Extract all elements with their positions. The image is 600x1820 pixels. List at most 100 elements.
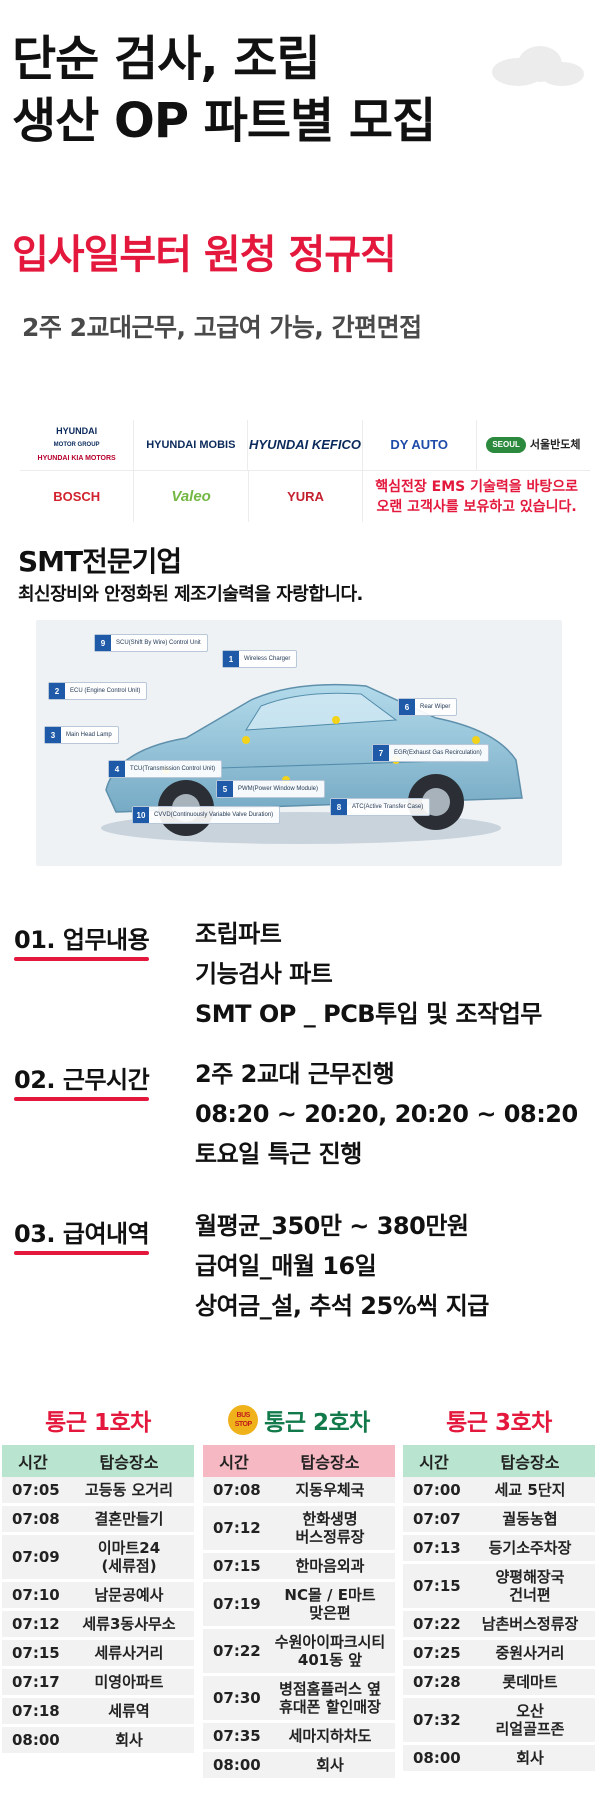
callout-number: 7 xyxy=(373,745,389,761)
callout-number: 1 xyxy=(223,651,239,667)
section-label-text: 02. 근무시간 xyxy=(14,1066,150,1094)
section-label-text: 01. 업무내용 xyxy=(14,926,150,954)
bus-route-title-wrap: BUS STOP 통근 2호차 xyxy=(203,1395,395,1445)
logo-text: 서울반도체 xyxy=(529,439,581,451)
stop-time: 08:00 xyxy=(2,1725,64,1756)
section-line: 기능검사 파트 xyxy=(195,960,333,988)
stop-place: 회사 xyxy=(64,1725,194,1756)
bus-route-title: 통근 3호차 xyxy=(446,1410,552,1436)
section-line: 토요일 특근 진행 xyxy=(195,1140,362,1168)
stop-time: 08:00 xyxy=(203,1750,265,1781)
stop-place: 남문공예사 xyxy=(64,1580,194,1611)
section-line: 월평균_350만 ~ 380만원 xyxy=(195,1212,469,1240)
bus-route-title: 통근 2호차 xyxy=(264,1410,370,1436)
stop-time: 07:15 xyxy=(2,1638,64,1669)
stop-place: 한마음외과 xyxy=(265,1551,395,1582)
stop-time: 07:18 xyxy=(2,1696,64,1727)
stop-place: 등기소주차장 xyxy=(465,1533,595,1564)
dyauto-logo: DY AUTO xyxy=(363,420,477,470)
logo-text: MOTOR GROUP xyxy=(53,442,100,448)
callout-label: CVVD(Continuously Variable Valve Duratio… xyxy=(154,812,274,818)
section-label-pay: 03. 급여내역 xyxy=(14,1214,150,1255)
logo-text: HYUNDAI KEFICO xyxy=(249,437,361,452)
logo-text: Valeo xyxy=(171,487,211,505)
kefico-logo: HYUNDAI KEFICO xyxy=(248,420,363,470)
logo-text: BOSCH xyxy=(53,488,101,504)
stop-place: 회사 xyxy=(465,1743,595,1774)
callout-number: 4 xyxy=(109,761,125,777)
stop-time: 07:08 xyxy=(2,1504,64,1535)
stop-place: 지동우체국 xyxy=(265,1477,395,1506)
hyundai-kia-logo: HYUNDAI MOTOR GROUP HYUNDAI KIA MOTORS xyxy=(20,420,135,470)
label-underline xyxy=(14,1097,150,1101)
stop-place: 수원아이파크시티 401동 앞 xyxy=(265,1627,395,1676)
stop-place: 한화생명 버스정류장 xyxy=(265,1504,395,1553)
stop-place: 오산 리얼골프존 xyxy=(465,1696,595,1745)
callout-number: 5 xyxy=(217,781,233,797)
stop-time: 07:05 xyxy=(2,1477,64,1506)
stop-place: 세류역 xyxy=(64,1696,194,1727)
label-underline xyxy=(14,957,150,961)
stop-place: 이마트24 (세류점) xyxy=(64,1533,194,1582)
stop-time: 07:22 xyxy=(403,1609,465,1640)
stop-time: 07:25 xyxy=(403,1638,465,1669)
callout-number: 6 xyxy=(399,699,415,715)
header-place: 탑승장소 xyxy=(265,1445,395,1477)
callout-label: TCU(Transmission Control Unit) xyxy=(130,766,216,772)
section-line: 2주 2교대 근무진행 xyxy=(195,1060,395,1088)
stop-place: 롯데마트 xyxy=(465,1667,595,1698)
stop-place: 병점홈플러스 옆 휴대폰 할인매장 xyxy=(265,1674,395,1723)
stop-time: 07:10 xyxy=(2,1580,64,1611)
section-line: 조립파트 xyxy=(195,920,282,948)
callout-label: PWM(Power Window Module) xyxy=(238,786,319,792)
header-time: 시간 xyxy=(403,1445,465,1477)
logo-text: HYUNDAI KIA MOTORS xyxy=(37,455,116,462)
section-label-hours: 02. 근무시간 xyxy=(14,1060,150,1101)
client-note-line-2: 오랜 고객사를 보유하고 있습니다. xyxy=(376,498,577,515)
section-label-duties: 01. 업무내용 xyxy=(14,920,150,961)
stop-time: 07:17 xyxy=(2,1667,64,1698)
stop-time: 07:13 xyxy=(403,1533,465,1564)
header-time: 시간 xyxy=(203,1445,265,1477)
logo-text: SEOUL xyxy=(486,437,526,453)
logo-text: DY AUTO xyxy=(390,437,448,452)
stop-time: 07:15 xyxy=(203,1551,265,1582)
bosch-logo: BOSCH xyxy=(20,471,135,522)
stop-place: 세교 5단지 xyxy=(465,1477,595,1506)
callout-number: 8 xyxy=(331,799,347,815)
header-time: 시간 xyxy=(2,1445,64,1477)
stop-time: 07:15 xyxy=(403,1562,465,1611)
stop-place: 결혼만들기 xyxy=(64,1504,194,1535)
callout-label: ECU (Engine Control Unit) xyxy=(70,688,141,694)
logo-row-2: BOSCH Valeo YURA 핵심전장 EMS 기술력을 바탕으로 오랜 고… xyxy=(20,471,590,522)
stop-time: 07:32 xyxy=(403,1696,465,1745)
stop-place: 양평해장국 건너편 xyxy=(465,1562,595,1611)
stop-time: 07:12 xyxy=(203,1504,265,1553)
stop-place: 세류사거리 xyxy=(64,1638,194,1669)
section-body-pay: 월평균_350만 ~ 380만원 급여일_매월 16일 상여금_설, 추석 25… xyxy=(195,1206,489,1326)
subtitle-gray: 2주 2교대근무, 고급여 가능, 간편면접 xyxy=(22,313,422,342)
section-line: 08:20 ~ 20:20, 20:20 ~ 08:20 xyxy=(195,1100,578,1128)
yura-logo: YURA xyxy=(249,471,364,522)
